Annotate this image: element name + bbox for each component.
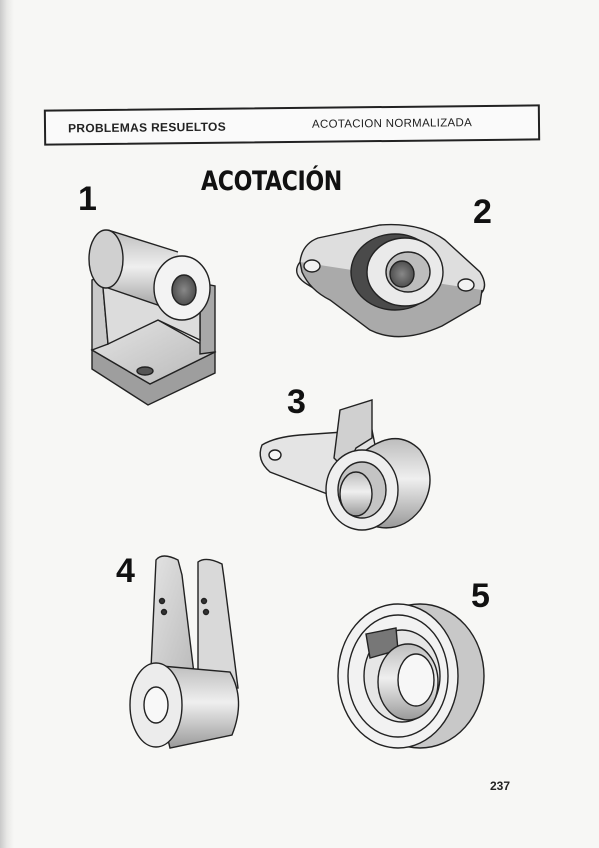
page-edge-shadow — [0, 0, 14, 848]
figure-5-drawing — [337, 603, 485, 749]
page-number: 237 — [490, 779, 511, 793]
figure-1-drawing — [88, 229, 217, 406]
figure-number-2: 2 — [473, 193, 492, 231]
figure-3-drawing — [259, 399, 431, 531]
figure-number-4: 4 — [116, 552, 135, 590]
figure-number-3: 3 — [287, 383, 306, 421]
figure-number-5: 5 — [471, 577, 490, 615]
figure-number-1: 1 — [78, 180, 97, 218]
figure-2-drawing — [296, 223, 486, 338]
figure-4-drawing — [129, 555, 240, 749]
